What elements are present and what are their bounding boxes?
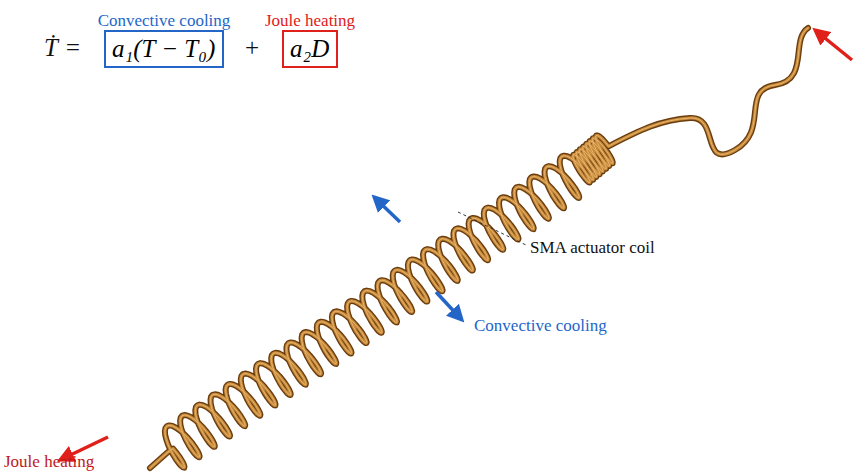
coil-wire	[150, 28, 808, 468]
heat-arrow	[815, 30, 852, 60]
coil-wire	[150, 28, 808, 468]
cooling-label: Convective cooling	[474, 316, 607, 336]
heating-label: Joule heating	[4, 452, 94, 472]
coil-wire	[150, 28, 808, 468]
term-heading: Convective cooling	[98, 11, 231, 31]
equation-term: a₁(T − T₀)	[112, 34, 216, 64]
term-box: Convective coolinga₁(T − T₀)	[104, 30, 224, 68]
term-box: Joule heatinga₂D	[282, 30, 338, 68]
equation-term: a₂D	[290, 34, 330, 64]
cooling-arrow	[436, 292, 462, 320]
part-label: SMA actuator coil	[530, 238, 655, 258]
cooling-arrow	[374, 197, 400, 222]
equation-plus: +	[245, 33, 259, 63]
leader-line	[458, 212, 528, 246]
term-heading: Joule heating	[265, 11, 355, 31]
equation-lhs: Ṫ =	[44, 33, 81, 63]
